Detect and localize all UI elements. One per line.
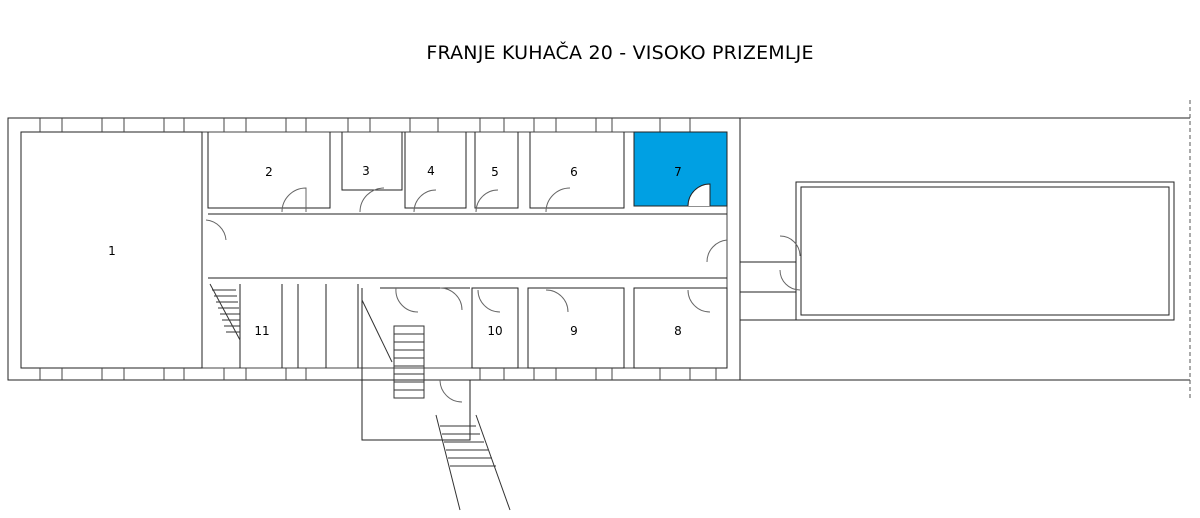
stairs-central bbox=[361, 299, 425, 399]
windows-north bbox=[39, 118, 691, 132]
stairs-entrance bbox=[435, 414, 511, 511]
room-label-8: 8 bbox=[674, 324, 682, 338]
outer-wall bbox=[7, 117, 741, 381]
room-label-11: 11 bbox=[254, 324, 269, 338]
room-label-3: 3 bbox=[362, 164, 370, 178]
door-swings bbox=[205, 187, 801, 403]
annex-inner bbox=[800, 186, 1170, 316]
room-label-6: 6 bbox=[570, 165, 578, 179]
annex-link bbox=[740, 261, 796, 321]
room-label-10: 10 bbox=[487, 324, 502, 338]
annex-inner-outer bbox=[795, 181, 1175, 321]
room-label-7: 7 bbox=[674, 165, 682, 179]
room-7-door bbox=[687, 183, 711, 207]
corridor bbox=[208, 213, 727, 279]
room-1-walls bbox=[20, 131, 203, 369]
plan-title: FRANJE KUHAČA 20 - VISOKO PRIZEMLJE bbox=[426, 42, 814, 64]
inner-wall bbox=[20, 131, 728, 369]
stairs-west bbox=[209, 283, 241, 341]
windows-south bbox=[39, 368, 717, 380]
room-label-4: 4 bbox=[427, 164, 435, 178]
room-label-5: 5 bbox=[491, 165, 499, 179]
room-label-2: 2 bbox=[265, 165, 273, 179]
room-label-9: 9 bbox=[570, 324, 578, 338]
annex-outline bbox=[740, 117, 1190, 381]
room-label-1: 1 bbox=[108, 244, 116, 258]
